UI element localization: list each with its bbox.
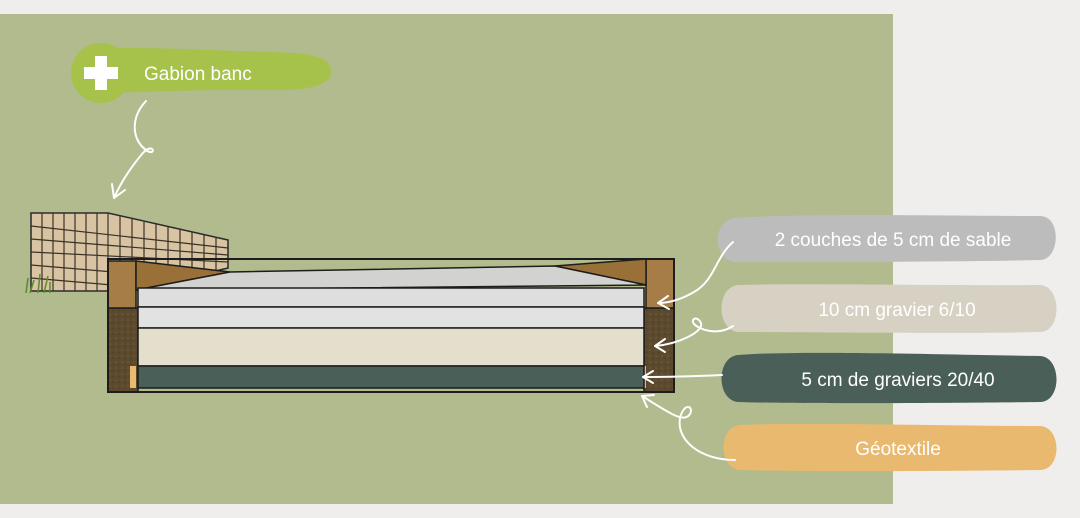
label-geotextile: Géotextile	[723, 423, 1057, 472]
gravel-6-10-layer	[137, 327, 645, 367]
label-gravel-20-40: 5 cm de graviers 20/40	[721, 352, 1057, 404]
gabion-label-text: Gabion banc	[144, 64, 252, 85]
geotextile-strip-left	[130, 366, 136, 388]
gabion-arrow	[111, 100, 154, 199]
label-sand: 2 couches de 5 cm de sable	[717, 215, 1056, 262]
arrow-geotextile	[641, 394, 736, 461]
label-gravel-6-10-text: 10 cm gravier 6/10	[818, 300, 975, 321]
section-frame	[107, 258, 675, 393]
label-gravel-20-40-text: 5 cm de graviers 20/40	[801, 370, 994, 391]
plus-icon	[84, 56, 118, 90]
label-geotextile-text: Géotextile	[855, 439, 941, 460]
label-sand-text: 2 couches de 5 cm de sable	[775, 230, 1012, 251]
arrow-gravel-20-40	[642, 370, 723, 384]
gabion-label: Gabion banc	[71, 43, 332, 103]
left-wood-border	[107, 260, 137, 309]
sand-layer-1	[137, 287, 645, 308]
sand-layer-2	[137, 306, 645, 329]
label-gravel-6-10: 10 cm gravier 6/10	[721, 284, 1057, 333]
arrow-gravel-6-10	[654, 317, 734, 353]
gravel-20-40-layer	[137, 365, 645, 389]
arrow-sand	[657, 241, 734, 310]
cross-section	[107, 258, 675, 393]
